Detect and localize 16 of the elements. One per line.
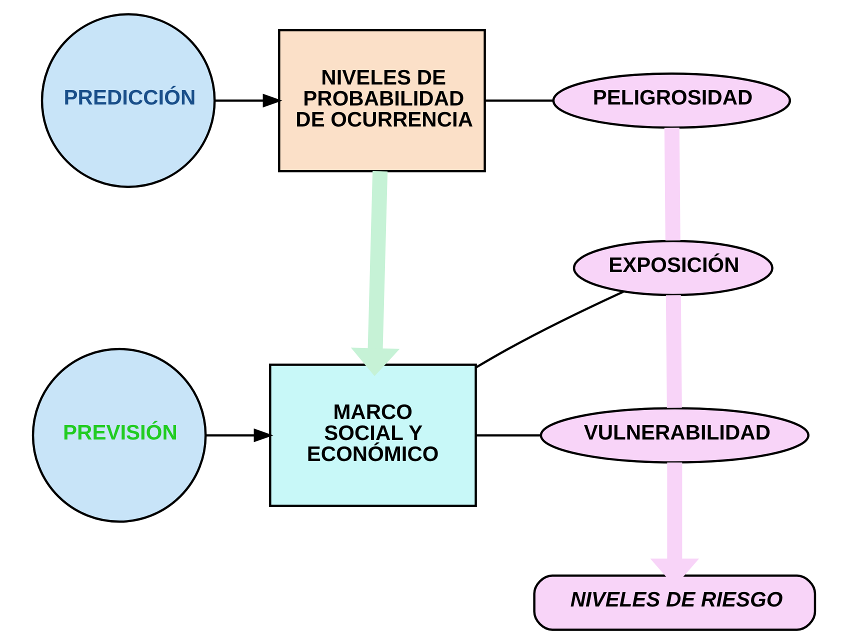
node-circle: PREVISIÓN bbox=[32, 348, 207, 523]
connector bbox=[476, 434, 541, 436]
node-ellipse: VULNERABILIDAD bbox=[540, 407, 810, 464]
arrow bbox=[350, 171, 400, 376]
node-ellipse: PELIGROSIDAD bbox=[552, 72, 792, 129]
node-ellipse: EXPOSICIÓN bbox=[572, 240, 774, 296]
connector bbox=[664, 128, 680, 240]
connector bbox=[666, 295, 682, 408]
node-box: MARCO SOCIAL Y ECONÓMICO bbox=[269, 364, 477, 507]
node-box: NIVELES DE RIESGO bbox=[533, 574, 816, 631]
node-circle: PREDICCIÓN bbox=[40, 13, 216, 188]
connector bbox=[476, 290, 624, 368]
connector bbox=[484, 99, 554, 102]
node-box: NIVELES DE PROBABILIDAD DE OCURRENCIA bbox=[278, 28, 486, 172]
arrow bbox=[215, 94, 282, 108]
arrow bbox=[206, 428, 274, 442]
